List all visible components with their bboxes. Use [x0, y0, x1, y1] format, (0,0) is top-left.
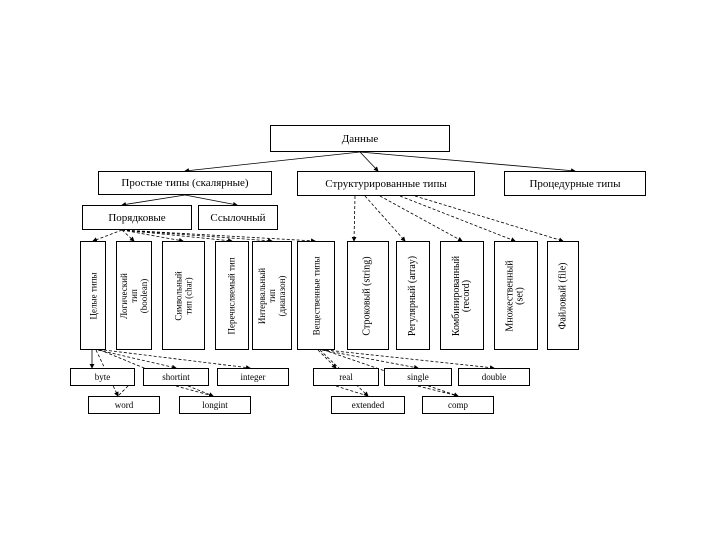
enum-type-column: Перечисляемый тип: [215, 241, 249, 350]
interval-type-column: Интервальный тип (диапазон): [252, 241, 292, 350]
real-types-column: Вещественные типы: [297, 241, 335, 350]
set-type-column: Множественный (set): [494, 241, 538, 350]
integer-box: integer: [217, 368, 289, 386]
single-box: single: [384, 368, 452, 386]
record-type-column: Комбинированный (record): [440, 241, 484, 350]
procedural-types-label: Процедурные типы: [529, 177, 621, 190]
extended-label: extended: [351, 400, 385, 410]
shortint-label: shortint: [162, 372, 190, 382]
enum-type-label: Перечисляемый тип: [227, 256, 238, 335]
boolean-type-label: Логический тип (boolean): [119, 272, 150, 319]
reference-type-box: Ссылочный: [198, 205, 278, 230]
string-type-label: Строковый (string): [362, 255, 373, 336]
byte-label: byte: [94, 372, 111, 382]
real-box: real: [313, 368, 379, 386]
extended-box: extended: [331, 396, 405, 414]
shortint-box: shortint: [143, 368, 209, 386]
real-label: real: [339, 372, 353, 382]
longint-label: longint: [202, 400, 228, 410]
file-type-label: Файловый (file): [557, 262, 568, 329]
integer-label: integer: [240, 372, 266, 382]
byte-box: byte: [70, 368, 135, 386]
structured-types-box: Структурированные типы: [297, 171, 475, 196]
array-type-label: Регулярный (array): [407, 255, 418, 336]
ordinal-types-label: Порядковые: [108, 211, 166, 224]
longint-box: longint: [179, 396, 251, 414]
word-box: word: [88, 396, 160, 414]
procedural-types-box: Процедурные типы: [504, 171, 646, 196]
file-type-column: Файловый (file): [547, 241, 579, 350]
comp-label: comp: [448, 400, 468, 410]
double-label: double: [481, 372, 507, 382]
real-types-label: Вещественные типы: [311, 256, 321, 335]
record-type-label: Комбинированный (record): [451, 255, 473, 336]
simple-types-box: Простые типы (скалярные): [98, 171, 272, 195]
single-label: single: [407, 372, 429, 382]
char-type-label: Символьный тип (char): [173, 270, 194, 321]
simple-types-label: Простые типы (скалярные): [121, 177, 249, 189]
reference-type-label: Ссылочный: [210, 211, 266, 224]
set-type-label: Множественный (set): [505, 259, 526, 332]
string-type-column: Строковый (string): [347, 241, 389, 350]
word-label: word: [114, 400, 134, 410]
integer-types-label: Целые типы: [88, 272, 99, 319]
double-box: double: [458, 368, 530, 386]
comp-box: comp: [422, 396, 494, 414]
integer-types-column: Целые типы: [80, 241, 106, 350]
boolean-type-column: Логический тип (boolean): [116, 241, 152, 350]
char-type-column: Символьный тип (char): [162, 241, 205, 350]
root-box: Данные: [270, 125, 450, 152]
array-type-column: Регулярный (array): [396, 241, 430, 350]
interval-type-label: Интервальный тип (диапазон): [257, 267, 288, 324]
ordinal-types-box: Порядковые: [82, 205, 192, 230]
structured-types-label: Структурированные типы: [325, 177, 447, 190]
root-label: Данные: [341, 132, 379, 145]
